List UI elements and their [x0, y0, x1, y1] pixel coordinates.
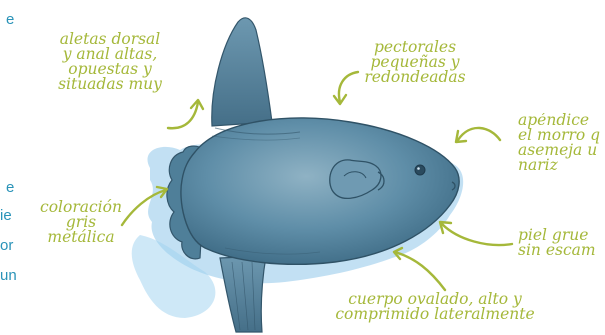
edge-text-1: e: [6, 12, 14, 27]
anal-fin: [220, 256, 266, 332]
arrow-body: [395, 252, 445, 290]
label-coloration: coloración gris metálica: [26, 200, 136, 245]
label-skin: piel grue sin escam: [518, 228, 605, 258]
label-pectorals: pectorales pequeñas y redondeadas: [350, 40, 480, 85]
edge-text-3: ie: [0, 208, 12, 223]
edge-text-4: or: [0, 238, 13, 253]
dorsal-fin: [212, 18, 272, 126]
edge-text-2: e: [6, 180, 14, 195]
fish-eye: [415, 165, 425, 175]
edge-text-5: un: [0, 268, 17, 283]
arrow-appendix: [458, 128, 500, 140]
label-appendix: apéndice el morro q asemeja u nariz: [500, 113, 605, 173]
arrow-skin: [442, 224, 512, 245]
label-fins: aletas dorsal y anal altas, opuestas y s…: [40, 32, 180, 92]
label-body: cuerpo ovalado, alto y comprimido latera…: [320, 292, 550, 322]
